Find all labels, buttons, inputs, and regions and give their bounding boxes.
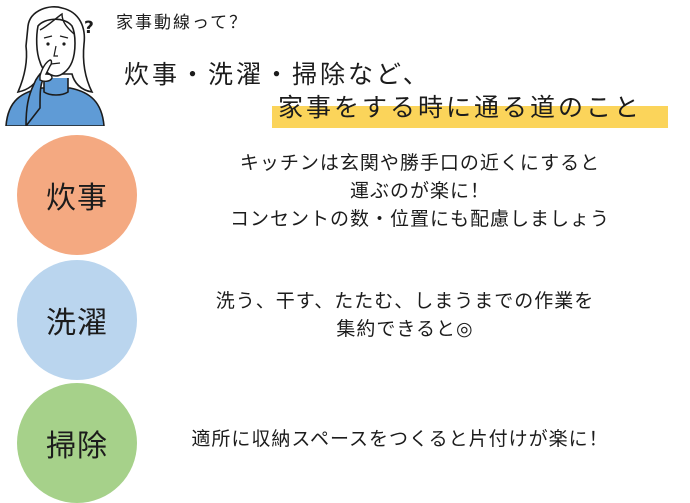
cooking-line-2: 運ぶのが楽に！ xyxy=(349,180,490,202)
headline-line2-container: 家事をする時に通る道のこと xyxy=(272,88,668,128)
question-mark-icon: ? xyxy=(84,18,94,38)
highlight-marker xyxy=(272,106,668,128)
cleaning-description: 適所に収納スペースをつくると片付けが楽に！ xyxy=(150,425,650,453)
cooking-description: キッチンは玄関や勝手口の近くにすると 運ぶのが楽に！ コンセントの数・位置にも配… xyxy=(160,149,680,233)
laundry-line-1: 洗う、干す、たたむ、しまうまでの作業を xyxy=(215,290,595,312)
laundry-line-2: 集約できると◎ xyxy=(336,318,474,340)
cleaning-line-1: 適所に収納スペースをつくると片付けが楽に！ xyxy=(191,428,609,450)
cleaning-label: 掃除 xyxy=(46,429,108,464)
laundry-label: 洗濯 xyxy=(46,306,108,341)
header-question: 家事動線って？ xyxy=(116,13,249,33)
cooking-circle: 炊事 xyxy=(17,135,137,255)
headline-line1: 炊事・洗濯・掃除など、 xyxy=(124,60,431,89)
thinking-woman-illustration xyxy=(5,6,105,126)
headline-line2: 家事をする時に通る道のこと xyxy=(278,93,643,122)
cooking-label: 炊事 xyxy=(46,181,108,216)
laundry-circle: 洗濯 xyxy=(17,260,137,380)
cooking-line-1: キッチンは玄関や勝手口の近くにすると xyxy=(239,152,601,174)
cooking-line-3: コンセントの数・位置にも配慮しましょう xyxy=(229,208,610,230)
cleaning-circle: 掃除 xyxy=(17,383,137,503)
laundry-description: 洗う、干す、たたむ、しまうまでの作業を 集約できると◎ xyxy=(155,287,655,343)
